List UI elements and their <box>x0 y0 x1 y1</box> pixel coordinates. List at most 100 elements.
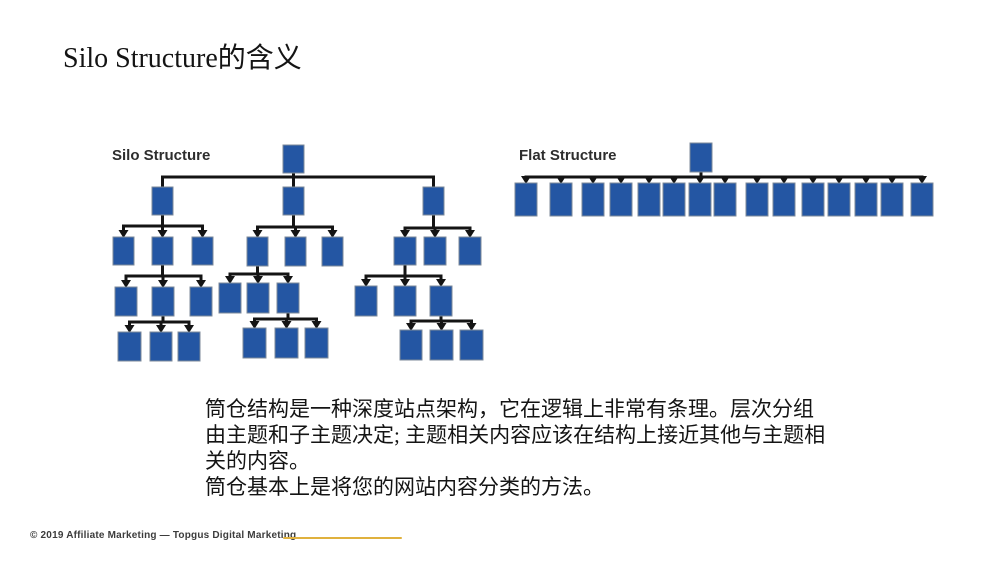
connector-arrow-icon <box>466 323 477 331</box>
silo-node-box <box>284 236 307 267</box>
silo-node-box <box>114 286 138 317</box>
flat-node-box <box>854 182 878 217</box>
silo-node-box <box>246 236 269 267</box>
flat-node-box <box>581 182 605 217</box>
flat-node-box <box>801 182 825 217</box>
silo-node-box <box>459 329 484 361</box>
connector-arrow-icon <box>158 280 168 288</box>
silo-node-box <box>393 236 417 266</box>
flat-node-box <box>688 182 712 217</box>
connector-arrow-icon <box>465 230 475 238</box>
silo-structure-label: Silo Structure <box>112 147 211 164</box>
connector-arrow-icon <box>779 176 789 184</box>
connector-arrow-icon <box>644 176 654 184</box>
description-line: 关的内容。 <box>205 449 310 473</box>
connector-arrow-icon <box>556 176 566 184</box>
flat-node-box <box>772 182 796 217</box>
silo-node-box <box>354 285 378 317</box>
silo-node-box <box>189 286 213 317</box>
connector-arrow-icon <box>197 230 208 238</box>
flat-structure-label: Flat Structure <box>519 147 617 164</box>
description-line: 筒仓结构是一种深度站点架构，它在逻辑上非常有条理。层次分组 <box>205 397 814 421</box>
connector-arrow-icon <box>887 176 897 184</box>
connector-arrow-icon <box>430 230 440 238</box>
connector-arrow-icon <box>253 276 263 284</box>
silo-node-box <box>399 329 423 361</box>
silo-node-box <box>151 286 175 317</box>
connector-arrow-icon <box>157 230 168 238</box>
silo-node-box <box>276 282 300 314</box>
connector-arrow-icon <box>436 279 446 287</box>
connector-arrow-icon <box>669 176 679 184</box>
flat-node-box <box>880 182 904 217</box>
silo-node-box <box>151 186 174 216</box>
connector-arrow-icon <box>249 321 260 329</box>
flat-node-box <box>910 182 934 217</box>
description-paragraph: 筒仓结构是一种深度站点架构，它在逻辑上非常有条理。层次分组 由主题和子主题决定;… <box>205 396 845 500</box>
flat-tree <box>514 142 934 217</box>
flat-node-box <box>745 182 769 217</box>
flat-node-box <box>637 182 661 217</box>
silo-node-box <box>282 144 305 174</box>
silo-tree <box>112 144 484 362</box>
silo-node-box <box>112 236 135 266</box>
connector-arrow-icon <box>327 230 338 238</box>
silo-node-box <box>458 236 482 266</box>
silo-node-box <box>246 282 270 314</box>
silo-node-box <box>218 282 242 314</box>
connector-arrow-icon <box>156 325 166 333</box>
connector-arrow-icon <box>720 176 730 184</box>
connector-arrow-icon <box>283 276 293 284</box>
flat-node-box <box>713 182 737 217</box>
silo-node-box <box>117 331 142 362</box>
footer-accent-rule <box>283 537 402 539</box>
connector-arrow-icon <box>436 323 447 331</box>
flat-node-box <box>827 182 851 217</box>
silo-node-box <box>423 236 447 266</box>
silo-node-box <box>422 186 445 216</box>
flat-node-box <box>549 182 573 217</box>
silo-node-box <box>149 331 173 362</box>
connector-arrow-icon <box>400 279 410 287</box>
connector-arrow-icon <box>917 176 927 184</box>
connector-arrow-icon <box>121 280 131 288</box>
connector-arrow-icon <box>588 176 598 184</box>
silo-node-box <box>393 285 417 317</box>
connector-arrow-icon <box>695 176 705 184</box>
silo-node-box <box>429 329 454 361</box>
slide-title: Silo Structure的含义 <box>63 43 302 74</box>
flat-node-box <box>689 142 713 173</box>
silo-node-box <box>151 236 174 266</box>
silo-node-box <box>177 331 201 362</box>
silo-node-box <box>304 327 329 359</box>
connector-arrow-icon <box>834 176 844 184</box>
flat-node-box <box>514 182 538 217</box>
silo-node-box <box>321 236 344 267</box>
silo-node-box <box>274 327 299 359</box>
connector-arrow-icon <box>406 323 416 331</box>
silo-node-box <box>242 327 267 359</box>
copyright-text: © 2019 Affiliate Marketing — Topgus Digi… <box>30 530 297 541</box>
connector-arrow-icon <box>290 230 301 238</box>
connector-arrow-icon <box>808 176 818 184</box>
connector-arrow-icon <box>361 279 371 287</box>
connector-arrow-icon <box>616 176 626 184</box>
connector-arrow-icon <box>184 325 194 333</box>
silo-node-box <box>282 186 305 216</box>
connector-arrow-icon <box>252 230 263 238</box>
connector-arrow-icon <box>521 176 531 184</box>
connector-arrow-icon <box>281 321 292 329</box>
flat-node-box <box>609 182 633 217</box>
connector-arrow-icon <box>118 230 129 238</box>
connector-arrow-icon <box>400 230 410 238</box>
connector-arrow-icon <box>861 176 871 184</box>
connector-arrow-icon <box>124 325 135 333</box>
connector-arrow-icon <box>225 276 235 284</box>
connector-arrow-icon <box>196 280 206 288</box>
silo-node-box <box>191 236 214 266</box>
description-line: 筒仓基本上是将您的网站内容分类的方法。 <box>205 475 604 499</box>
flat-node-box <box>662 182 686 217</box>
connector-arrow-icon <box>752 176 762 184</box>
